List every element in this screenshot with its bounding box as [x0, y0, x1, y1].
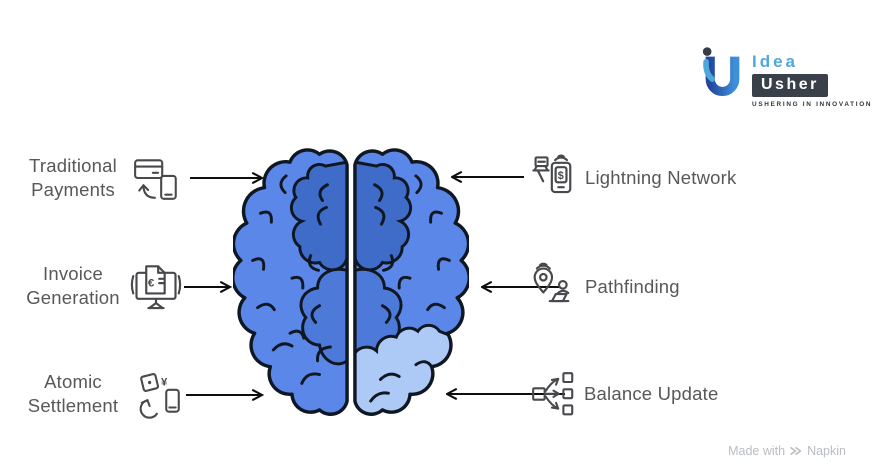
label-atomic-settlement: Atomic Settlement — [20, 370, 126, 418]
logo-word-usher: Usher — [752, 74, 828, 97]
logo-word-idea: Idea — [752, 52, 799, 71]
idea-usher-logo: Idea Usher USHERING IN INNOVATION — [700, 44, 872, 108]
dollar-glyph: $ — [558, 170, 564, 182]
watermark-brand: Napkin — [807, 444, 846, 458]
brain-left-hemisphere — [231, 148, 349, 416]
label-line: Invoice — [42, 263, 104, 284]
idea-usher-logo-mark — [702, 47, 740, 96]
pos-phone-dollar-icon: $ — [528, 152, 580, 204]
label-pathfinding: Pathfinding — [585, 276, 680, 297]
connector-arrow-left-1 — [188, 171, 265, 190]
label-balance-update: Balance Update — [584, 383, 719, 404]
made-with-napkin-watermark: Made with Napkin — [728, 444, 846, 458]
location-wifi-person-icon — [526, 261, 578, 313]
logo-tagline: USHERING IN INNOVATION — [752, 101, 873, 108]
label-invoice-generation: Invoice Generation — [20, 262, 126, 310]
label-line: Payments — [31, 179, 115, 200]
label-lightning-network: Lightning Network — [585, 167, 737, 188]
distribution-network-icon — [529, 369, 579, 419]
card-phone-transfer-icon — [132, 153, 182, 203]
connector-arrow-right-1 — [449, 170, 526, 189]
euro-glyph: € — [148, 277, 155, 289]
label-line: Generation — [26, 287, 120, 308]
label-traditional-payments: Traditional Payments — [20, 154, 126, 202]
label-line: Atomic — [44, 371, 102, 392]
connector-arrow-left-3 — [184, 388, 265, 407]
label-line: Traditional — [29, 155, 117, 176]
connector-arrow-left-2 — [182, 280, 233, 299]
yen-glyph: ¥ — [161, 377, 168, 389]
watermark-prefix: Made with — [728, 444, 786, 458]
napkin-icon — [790, 447, 802, 455]
brain-illustration — [231, 139, 471, 442]
invoice-monitor-icon: € — [130, 262, 182, 314]
currency-exchange-phone-icon: ¥ — [135, 370, 185, 420]
label-line: Settlement — [27, 395, 119, 416]
